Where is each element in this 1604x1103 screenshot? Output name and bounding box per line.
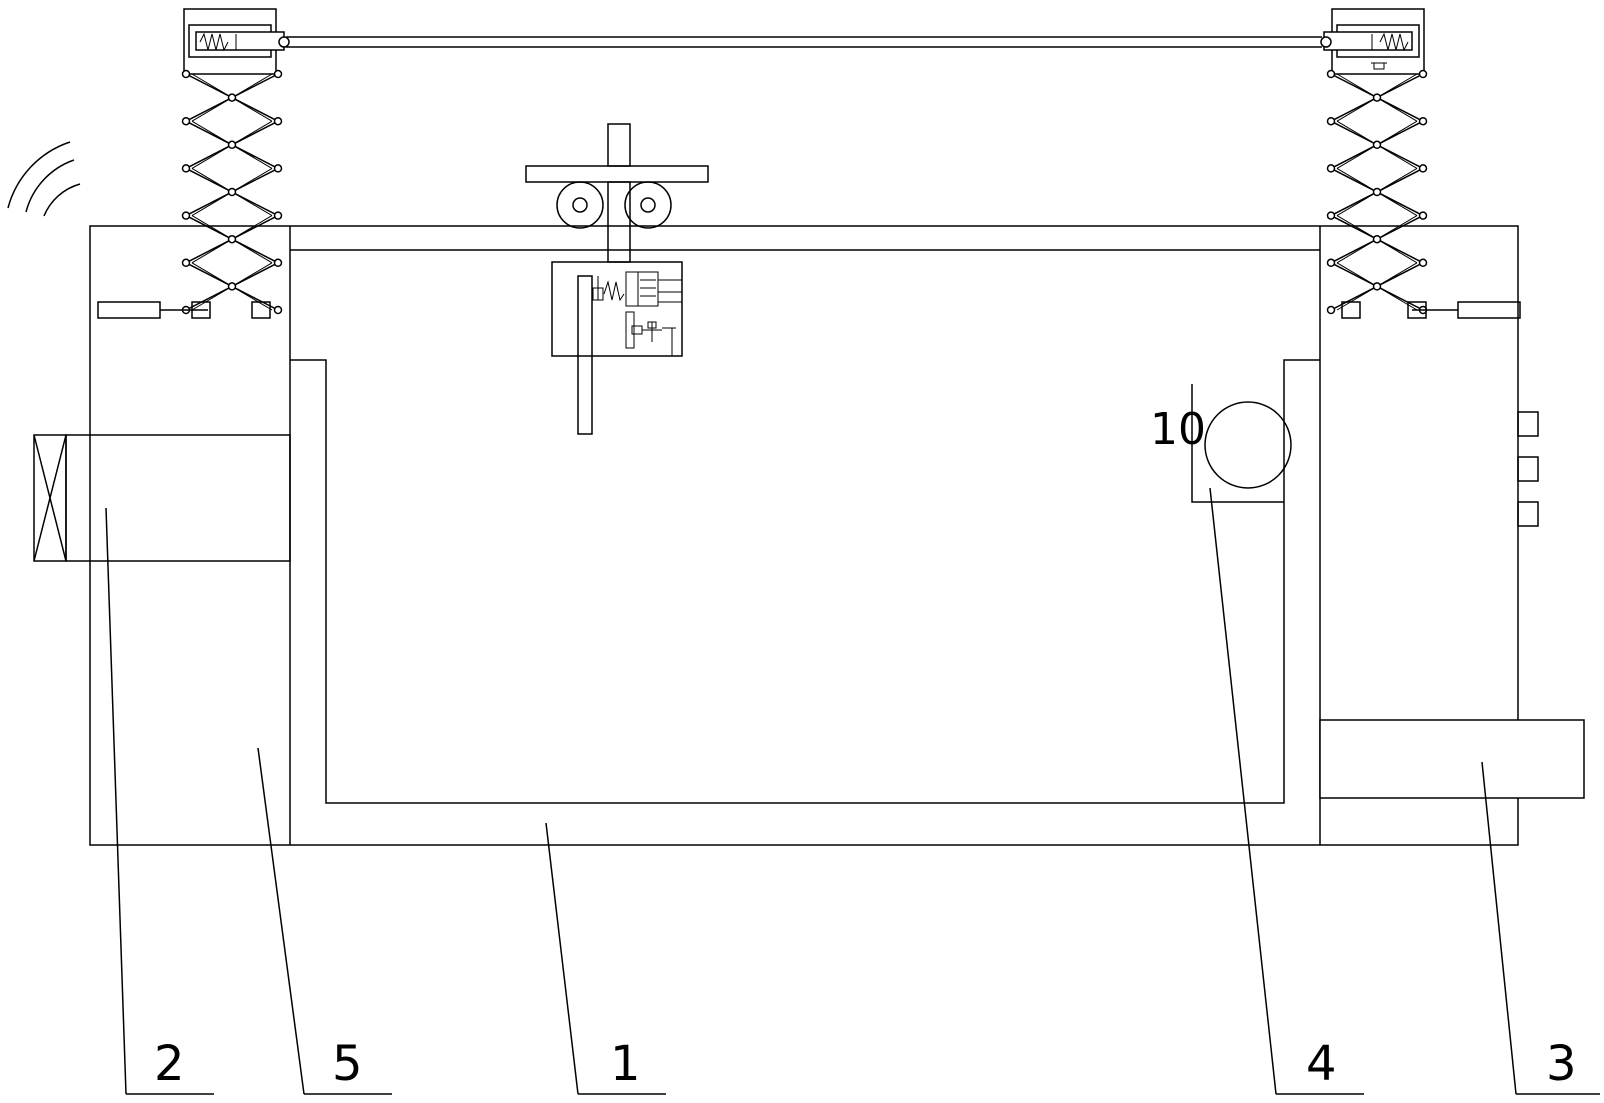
inlet-pipe — [33, 434, 291, 562]
main-housing — [89, 225, 1519, 846]
pivot-joint — [1418, 116, 1428, 126]
actuator-left — [97, 301, 271, 319]
inner-chamber — [290, 359, 1320, 804]
pivot-joint — [273, 116, 283, 126]
pivot-joint — [227, 93, 237, 102]
wireless-signal-icon — [7, 141, 81, 217]
pivot-joint — [181, 116, 191, 126]
leader-line — [1481, 761, 1517, 1095]
pivot-joint — [227, 187, 237, 197]
callout-number-5: 5 — [332, 1036, 363, 1092]
pivot-joint — [273, 305, 283, 315]
leader-line — [257, 747, 305, 1095]
pivot-joint — [1326, 69, 1336, 79]
sensor-unit-4: 10 — [1150, 384, 1292, 503]
pivot-joint — [1372, 187, 1382, 197]
part-label-10: 10 — [1150, 404, 1206, 455]
top-crossbar — [183, 8, 1425, 75]
pivot-joint — [227, 234, 237, 244]
pivot-joint — [1372, 282, 1382, 291]
callout-group: 2 5 1 4 3 — [105, 487, 1600, 1095]
roller-carriage — [525, 123, 709, 263]
pivot-joint — [181, 69, 191, 79]
pivot-joint — [227, 282, 237, 291]
pivot-joint — [273, 164, 283, 173]
scissor-lift-left — [181, 69, 283, 315]
leader-line — [1209, 487, 1277, 1095]
scissor-lift-right — [1326, 69, 1428, 315]
leader-line — [105, 507, 127, 1095]
pivot-joint — [1326, 116, 1336, 126]
pivot-joint — [1418, 258, 1428, 268]
mechanism-box — [551, 261, 683, 435]
pivot-joint — [1372, 234, 1382, 244]
pivot-joint — [1326, 258, 1336, 268]
pivot-joint — [1418, 164, 1428, 173]
callout-number-4: 4 — [1306, 1036, 1337, 1092]
pivot-joint — [273, 211, 283, 220]
pivot-joint — [1418, 211, 1428, 220]
pivot-joint — [273, 69, 283, 79]
pivot-joint — [273, 258, 283, 268]
pivot-joint — [1326, 211, 1336, 220]
pivot-joint — [1326, 305, 1336, 315]
pivot-joint — [1418, 69, 1428, 79]
pivot-joint — [181, 258, 191, 268]
pivot-joint — [1372, 93, 1382, 102]
pivot-joint — [1326, 164, 1336, 173]
callout-number-2: 2 — [154, 1036, 185, 1092]
actuator-right — [1341, 301, 1521, 319]
pivot-joint — [181, 164, 191, 173]
callout-number-1: 1 — [610, 1036, 641, 1092]
callout-number-3: 3 — [1546, 1036, 1577, 1092]
pivot-joint — [181, 211, 191, 220]
pivot-joint — [1372, 140, 1382, 150]
control-buttons — [1517, 411, 1539, 527]
pivot-joint — [227, 140, 237, 150]
outlet-pipe — [1319, 719, 1585, 799]
leader-line — [545, 822, 579, 1095]
